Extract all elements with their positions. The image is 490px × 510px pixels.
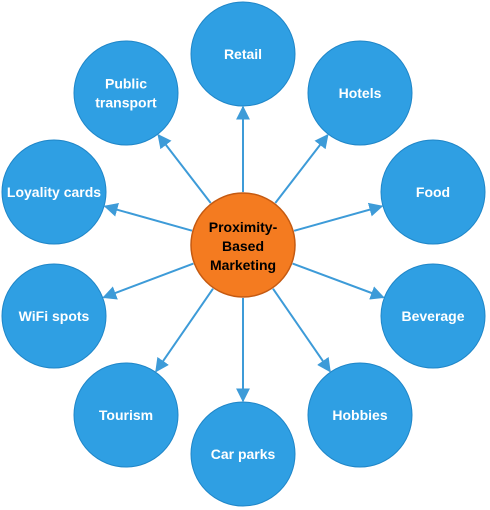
node-loyality-cards: Loyality cards: [1, 139, 107, 245]
node-tourism: Tourism: [73, 362, 179, 468]
node-label-food-line-1: Food: [416, 184, 450, 200]
arrow-hotels: [274, 133, 329, 204]
node-label-loyality-cards-line-1: Loyality cards: [7, 184, 101, 200]
center-label-line-3: Marketing: [210, 257, 276, 273]
arrow-loyality-cards: [103, 202, 193, 232]
connector-group: [102, 105, 385, 403]
node-label-hobbies-line-1: Hobbies: [332, 407, 387, 423]
node-circle-retail: [190, 1, 296, 107]
node-beverage: Beverage: [380, 263, 486, 369]
arrow-beverage: [292, 262, 385, 300]
node-circle-loyality-cards: [1, 139, 107, 245]
center-label-line-1: Proximity-: [209, 219, 278, 235]
arrow-public-transport: [157, 133, 212, 204]
node-circle-wifi-spots: [1, 263, 107, 369]
node-label-hotels-line-1: Hotels: [339, 85, 382, 101]
node-circle-hotels: [307, 40, 413, 146]
node-label-beverage-line-1: Beverage: [401, 308, 464, 324]
node-circle-tourism: [73, 362, 179, 468]
node-circle-public-transport: [73, 40, 179, 146]
node-wifi-spots: WiFi spots: [1, 263, 107, 369]
node-food: Food: [380, 139, 486, 245]
node-label-public-transport-line-1: Public: [105, 76, 147, 92]
node-circle-beverage: [380, 263, 486, 369]
node-circle-hobbies: [307, 362, 413, 468]
node-car-parks: Car parks: [190, 401, 296, 507]
node-label-car-parks-line-1: Car parks: [211, 446, 276, 462]
node-label-public-transport-line-2: transport: [95, 95, 157, 111]
node-label-wifi-spots-line-1: WiFi spots: [19, 308, 90, 324]
arrow-food: [293, 202, 384, 232]
node-label-tourism-line-1: Tourism: [99, 407, 153, 423]
node-hobbies: Hobbies: [307, 362, 413, 468]
node-public-transport: Public transport: [73, 40, 179, 146]
node-retail: Retail: [190, 1, 296, 107]
center-label-line-2: Based: [222, 238, 264, 254]
arrow-wifi-spots: [102, 262, 194, 300]
node-circle-car-parks: [190, 401, 296, 507]
node-label-retail-line-1: Retail: [224, 46, 262, 62]
node-hotels: Hotels: [307, 40, 413, 146]
center-circle: [190, 192, 296, 298]
arrow-hobbies: [272, 288, 331, 373]
node-circle-food: [380, 139, 486, 245]
arrow-tourism: [155, 288, 214, 373]
